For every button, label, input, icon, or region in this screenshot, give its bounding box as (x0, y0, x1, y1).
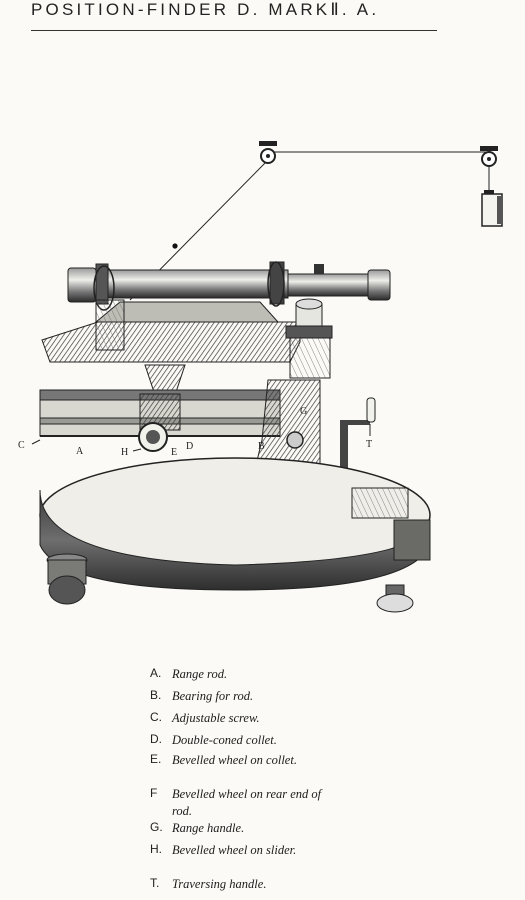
legend-text: Adjustable screw. (172, 711, 260, 725)
legend-key: H. (150, 842, 162, 856)
left-pulley (259, 141, 277, 164)
legend-key: T. (150, 876, 160, 890)
title-rule (31, 30, 437, 31)
upper-plate (41, 299, 301, 363)
pivot-column (144, 298, 333, 396)
legend-key: B. (150, 688, 162, 702)
callout-d: D (186, 441, 193, 452)
legend-key: D. (150, 732, 162, 746)
legend-key: C. (150, 710, 162, 724)
page-title: POSITION-FINDER D. MARKⅡ. A. (31, 0, 380, 19)
legend-text: Double-coned collet. (172, 733, 277, 747)
legend-key: E. (150, 752, 162, 766)
callout-b: B (258, 441, 265, 452)
legend-key: F (150, 786, 158, 800)
range-rod-carriage (39, 389, 281, 452)
legend-key: A. (150, 666, 162, 680)
legend-text: Traversing handle. (172, 877, 267, 891)
legend-text: Bevelled wheel on rear end of rod. (172, 787, 322, 818)
base-ring (39, 457, 431, 591)
callout-e: E (171, 447, 177, 458)
callout-t: T (366, 439, 372, 450)
legend-text: Bearing for rod. (172, 689, 254, 703)
callout-c: C (18, 440, 25, 451)
legend-text: Bevelled wheel on collet. (172, 753, 297, 767)
counterweight (481, 190, 503, 227)
telescope (67, 261, 391, 311)
left-foot (46, 553, 88, 605)
callout-g: G (300, 406, 307, 417)
position-finder-illustration: C A H E D B G T (18, 141, 503, 613)
callout-a: A (76, 446, 84, 457)
right-foot (376, 584, 414, 613)
legend-key: G. (150, 820, 163, 834)
legend-text: Range handle. (172, 821, 245, 835)
right-pulley (480, 146, 498, 167)
legend-text: Bevelled wheel on slider. (172, 843, 297, 857)
legend-text: Range rod. (172, 667, 228, 681)
callout-h: H (121, 447, 128, 458)
